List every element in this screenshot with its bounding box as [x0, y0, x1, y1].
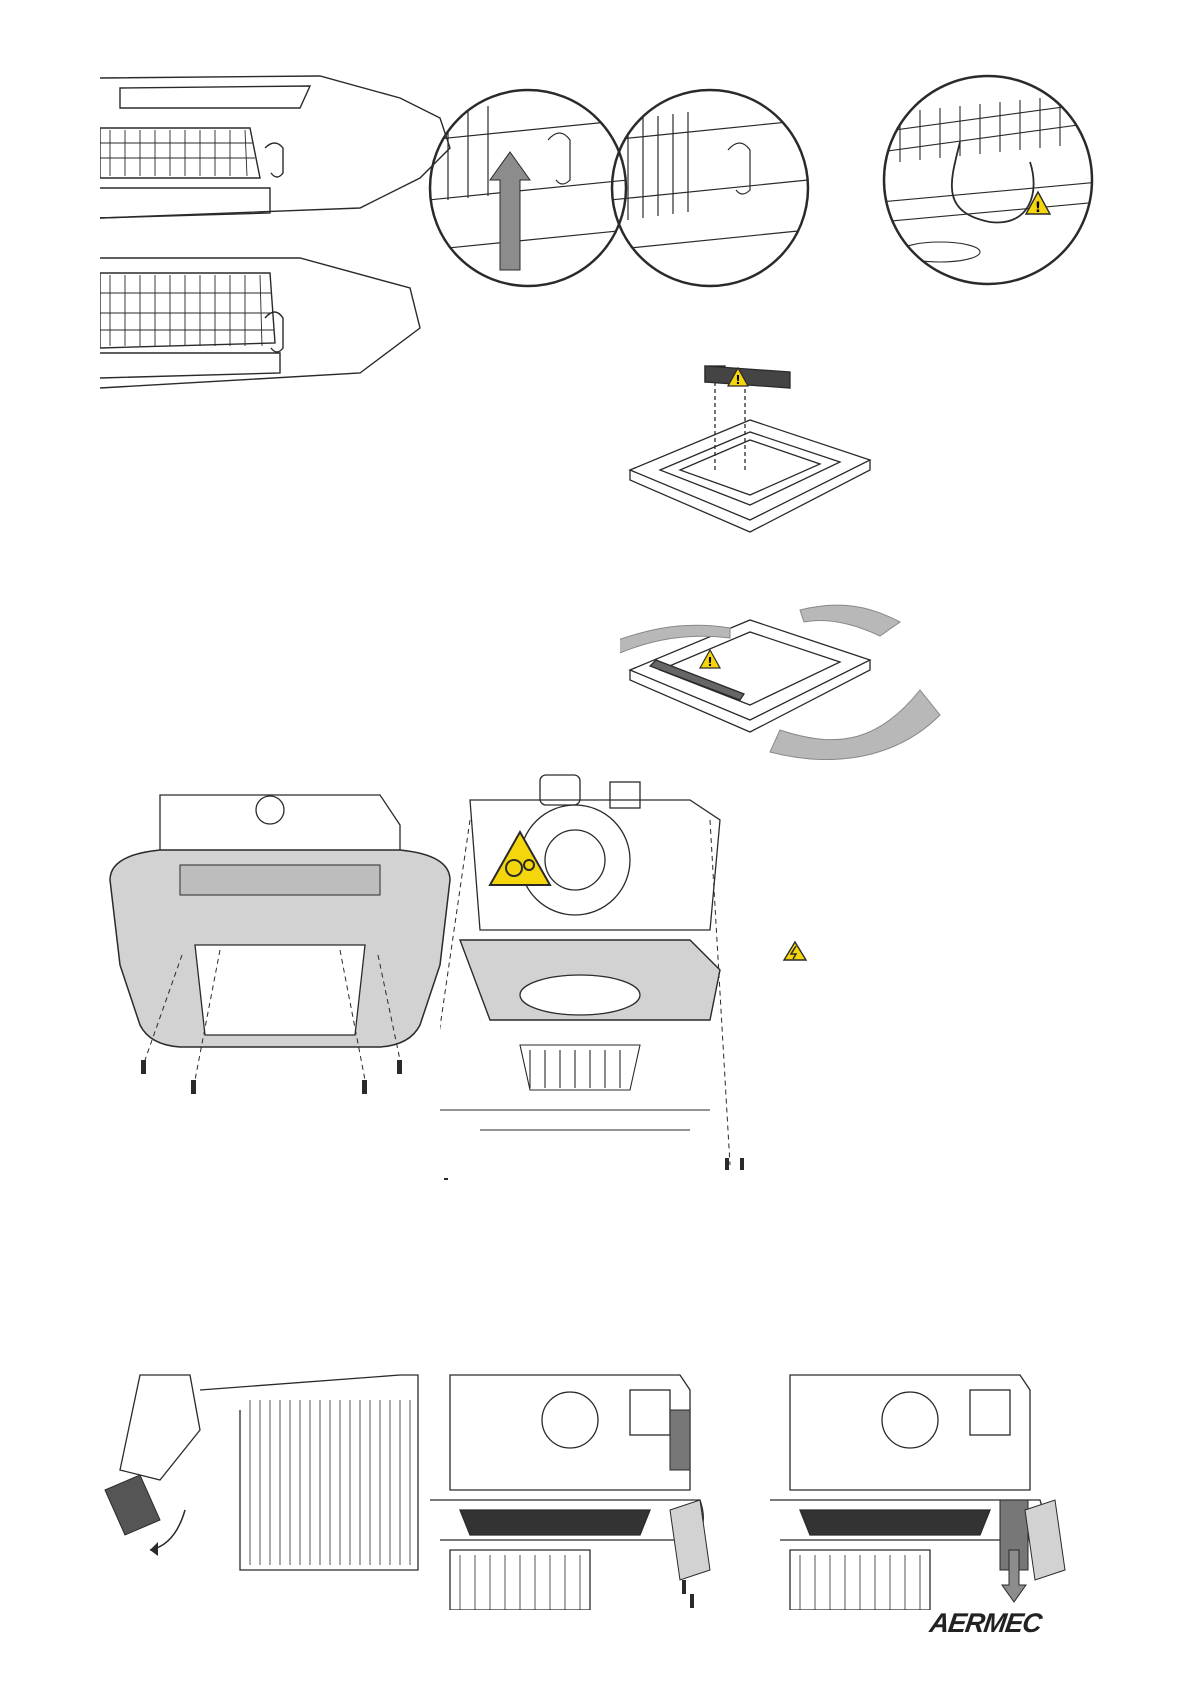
figure-cover-panel-removal: [100, 785, 460, 1115]
figure-fan-section-removal: [440, 770, 840, 1180]
electrical-warning-icon: [784, 942, 806, 960]
warning-icon: !: [700, 650, 720, 669]
screw-icon: [141, 1060, 402, 1094]
rotate-arrow-icon: [620, 605, 940, 759]
screw-icon: [682, 1580, 694, 1608]
svg-text:!: !: [735, 373, 740, 387]
figure-side-cover-opening: [100, 1370, 420, 1610]
figure-grille-lift-rotate: ! !: [620, 360, 980, 760]
figure-grille-hooks: [100, 68, 460, 428]
figure-hook-release-detail: [428, 80, 818, 300]
screw-icon: [440, 1158, 744, 1180]
moving-parts-warning-icon: [490, 832, 550, 885]
brand-logo: AERMEC: [928, 1608, 1032, 1638]
svg-text:!: !: [707, 655, 712, 669]
figure-safety-cable: !: [880, 72, 1100, 292]
figure-electrical-box-removal: [770, 1370, 1090, 1610]
figure-electrical-box-screws: [430, 1370, 750, 1610]
up-arrow-icon: [490, 152, 530, 270]
svg-text:!: !: [1035, 200, 1041, 216]
